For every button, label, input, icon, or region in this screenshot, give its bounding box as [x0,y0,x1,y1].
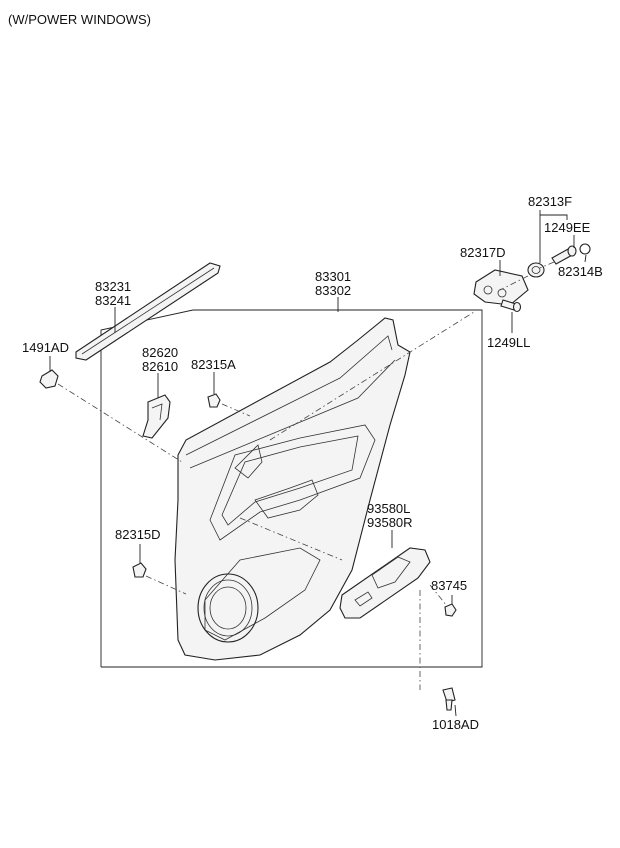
label-83302: 83302 [315,283,351,298]
label-82317D: 82317D [460,245,506,260]
screw-1249LL[interactable] [500,299,522,313]
diagram-title: (W/POWER WINDOWS) [8,12,151,27]
leader-lines [49,210,587,717]
door-panel-frame [100,309,483,668]
label-82610: 82610 [142,359,178,374]
panel-bracket[interactable] [142,394,171,439]
power-window-switch[interactable] [339,547,431,619]
label-1249EE: 1249EE [544,220,591,235]
label-83241: 83241 [95,293,131,308]
label-93580R: 93580R [367,515,413,530]
inside-handle-bracket[interactable] [473,269,529,306]
label-83301: 83301 [315,269,351,284]
label-93580L: 93580L [367,501,410,516]
clip-1491AD[interactable] [39,369,59,389]
label-83745: 83745 [431,578,467,593]
label-1249LL: 1249LL [487,335,530,350]
clip-82315A[interactable] [207,393,221,408]
belt-weatherstrip[interactable] [75,262,221,361]
clip-83745[interactable] [444,603,457,617]
assembly-lines [57,261,555,690]
clip-82315D[interactable] [132,562,147,578]
label-82315A: 82315A [191,357,236,372]
label-82620: 82620 [142,345,178,360]
part-labels: 82313F 1249EE 82314B 82317D 1249LL 83231… [22,194,603,732]
door-trim-panel[interactable] [174,317,411,661]
label-1018AD: 1018AD [432,717,479,732]
screw-1249EE[interactable] [551,245,577,265]
handle-cap[interactable] [527,262,545,278]
label-1491AD: 1491AD [22,340,69,355]
washer-82314B[interactable] [579,243,591,255]
label-82314B: 82314B [558,264,603,279]
screw-1018AD[interactable] [442,687,456,711]
label-82313F: 82313F [528,194,572,209]
label-82315D: 82315D [115,527,161,542]
label-83231: 83231 [95,279,131,294]
